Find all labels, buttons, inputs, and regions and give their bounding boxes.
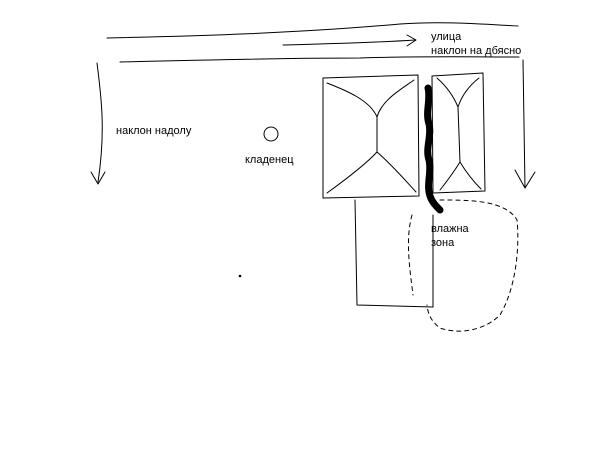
wet-zone-label-line2: зона (431, 237, 455, 249)
roof-ridge-left (326, 79, 415, 118)
arrow-down-right-icon (514, 169, 536, 189)
roof-ridge-right-2 (457, 106, 461, 163)
well-label: кладенец (245, 154, 294, 166)
street-line-top (106, 22, 519, 39)
roof-ridge-left-3 (326, 151, 417, 194)
thick-boundary-line (424, 84, 444, 214)
roof-ridge-right-3 (439, 161, 482, 191)
slope-down-arrow-line (96, 62, 103, 183)
building-right (431, 72, 486, 194)
building-left (322, 74, 420, 199)
street-label: улица (431, 31, 462, 43)
slope-right-arrow-line (282, 39, 416, 46)
stray-mark (238, 274, 242, 278)
roof-ridge-right (436, 77, 480, 108)
annex-outline (354, 199, 434, 308)
arrow-down-icon (90, 171, 106, 185)
street-line-bottom (119, 56, 520, 63)
well-icon (263, 126, 279, 142)
wet-zone-boundary (407, 199, 519, 332)
wet-zone-label-line1: влажна (431, 223, 469, 235)
right-arrow-line (522, 59, 526, 189)
slope-down-label: наклон надолу (116, 125, 192, 137)
arrow-right-icon (406, 34, 417, 47)
slope-right-label: наклон на дбясно (431, 45, 522, 57)
